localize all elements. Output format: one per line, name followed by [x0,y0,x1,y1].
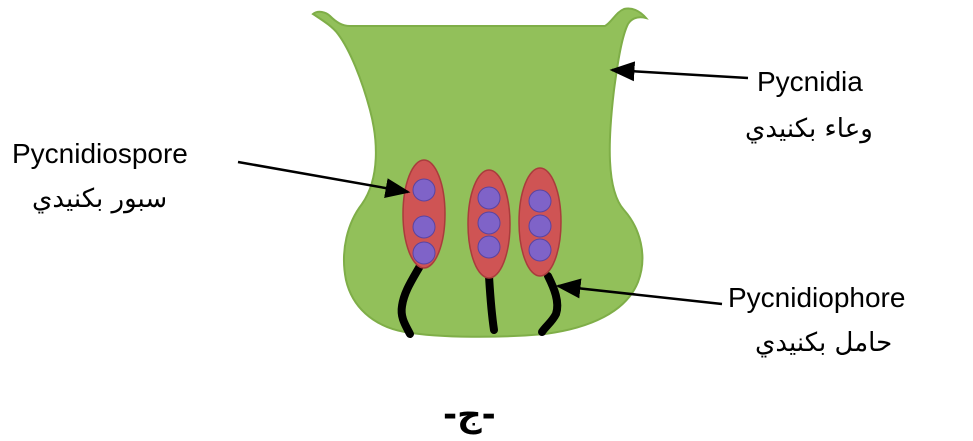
label-pycnidia-arabic: وعاء بكنيدي [745,116,873,142]
spores-middle [478,187,500,258]
label-pycnidiospore-arabic: سبور بكنيدي [32,186,167,212]
label-pycnidiospore: Pycnidiospore [12,140,188,168]
arrow-pycnidia [612,70,748,78]
spores-right [529,190,551,261]
pycnidiospore [413,179,435,201]
pycnidiospore [478,187,500,209]
pycnidiospore [413,242,435,264]
label-pycnidiophore-arabic: حامل بكنيدي [755,330,892,356]
spores-left [413,179,435,264]
label-pycnidia: Pycnidia [757,68,863,96]
pycnidiospore [478,212,500,234]
pycnidiospore [413,216,435,238]
panel-letter: -ج- [443,398,496,432]
pycnidiospore [529,190,551,212]
pycnidiospore [478,236,500,258]
pycnidiospore [529,239,551,261]
label-pycnidiophore: Pycnidiophore [728,284,905,312]
stalk-middle [489,276,494,330]
pycnidiospore [529,215,551,237]
pycnidium-body [313,8,646,336]
